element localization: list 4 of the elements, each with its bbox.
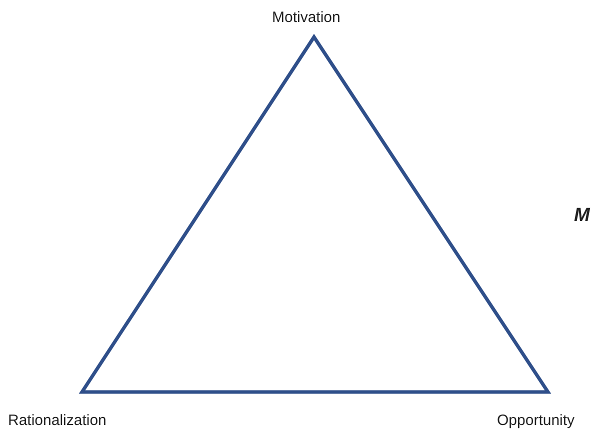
corner-label: M [574,206,590,225]
corner-label: Rationalization [8,413,106,428]
corner-label: Motivation [272,10,340,25]
corner-label: Opportunity [497,413,575,428]
